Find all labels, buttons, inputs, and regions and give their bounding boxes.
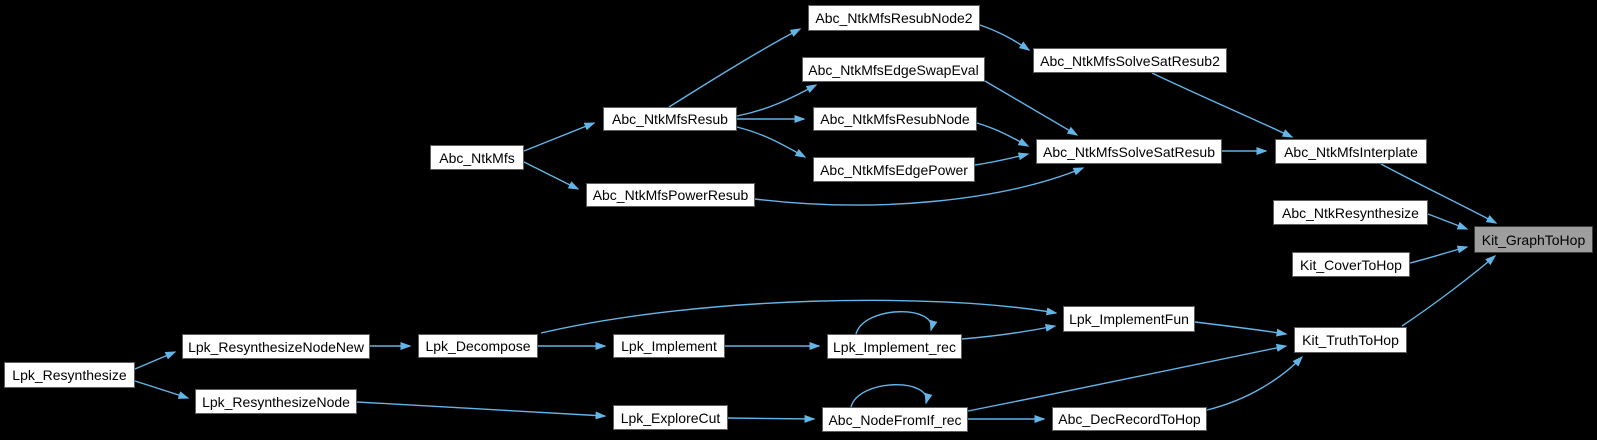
node-Abc_NodeFromIf_rec[interactable]: Abc_NodeFromIf_rec	[822, 407, 968, 432]
edge-Lpk_Resynthesize-Lpk_ResynthesizeNode	[134, 380, 190, 399]
node-Abc_NtkMfsPowerResub[interactable]: Abc_NtkMfsPowerResub	[586, 183, 755, 207]
edge-Lpk_Implement_rec-Lpk_ImplementFun	[961, 323, 1057, 340]
edge-Abc_NtkMfsSolveSatResub2-Abc_NtkMfsInterplate	[1151, 72, 1294, 138]
edge-Kit_CoverToHop-Kit_GraphToHop	[1409, 245, 1469, 264]
node-Abc_NtkMfsEdgeSwapEval[interactable]: Abc_NtkMfsEdgeSwapEval	[802, 57, 985, 82]
edge-Lpk_ExploreCut-Abc_NodeFromIf_rec	[727, 414, 816, 423]
node-Abc_NtkMfs[interactable]: Abc_NtkMfs	[430, 145, 524, 170]
node-Abc_NtkMfsResubNode[interactable]: Abc_NtkMfsResubNode	[813, 107, 977, 131]
node-Kit_GraphToHop: Kit_GraphToHop	[1474, 226, 1593, 253]
edge-Abc_NtkMfsResub-Abc_NtkMfsEdgePower	[736, 126, 807, 158]
node-Abc_NtkMfsSolveSatResub[interactable]: Abc_NtkMfsSolveSatResub	[1036, 139, 1222, 164]
edge-Lpk_ImplementFun-Kit_TruthToHop	[1194, 321, 1288, 337]
node-Abc_NtkMfsResub[interactable]: Abc_NtkMfsResub	[603, 107, 737, 131]
edge-Abc_DecRecordToHop-Kit_TruthToHop	[1206, 355, 1304, 411]
node-Lpk_ExploreCut[interactable]: Lpk_ExploreCut	[613, 405, 728, 430]
node-Lpk_Implement[interactable]: Lpk_Implement	[613, 334, 725, 358]
edge-Abc_NtkMfsResub-Abc_NtkMfsEdgeSwapEval	[736, 84, 818, 117]
edge-Abc_NtkMfsEdgePower-Abc_NtkMfsSolveSatResub	[974, 152, 1030, 166]
edge-Lpk_Resynthesize-Lpk_ResynthesizeNodeNew	[134, 351, 177, 370]
edge-Abc_NtkMfsEdgeSwapEval-Abc_NtkMfsSolveSatResub	[984, 80, 1079, 136]
node-Abc_DecRecordToHop[interactable]: Abc_DecRecordToHop	[1052, 407, 1207, 431]
edge-Abc_NtkMfsInterplate-Kit_GraphToHop	[1380, 163, 1498, 224]
node-Lpk_ResynthesizeNode[interactable]: Lpk_ResynthesizeNode	[195, 389, 357, 414]
edge-Abc_NtkMfsPowerResub-Abc_NtkMfsSolveSatResub	[754, 167, 1085, 206]
edge-Abc_NtkMfsResub-Abc_NtkMfsResubNode2	[668, 28, 802, 108]
edge-Lpk_Implement_rec-self	[855, 311, 938, 335]
edge-Lpk_ResynthesizeNode-Lpk_ExploreCut	[356, 401, 607, 420]
node-Lpk_Implement_rec[interactable]: Lpk_Implement_rec	[827, 334, 962, 359]
edge-Abc_NtkResynthesize-Kit_GraphToHop	[1427, 213, 1469, 230]
node-Lpk_ResynthesizeNodeNew[interactable]: Lpk_ResynthesizeNodeNew	[182, 334, 370, 359]
edge-Kit_TruthToHop-Kit_GraphToHop	[1401, 255, 1497, 327]
node-Lpk_Decompose[interactable]: Lpk_Decompose	[418, 334, 538, 358]
edge-Abc_NtkMfs-Abc_NtkMfsPowerResub	[523, 161, 580, 190]
node-Abc_NtkResynthesize[interactable]: Abc_NtkResynthesize	[1273, 200, 1428, 225]
edge-Lpk_Decompose-Lpk_ImplementFun	[540, 299, 1058, 334]
node-Abc_NtkMfsInterplate[interactable]: Abc_NtkMfsInterplate	[1275, 139, 1427, 164]
node-Lpk_ImplementFun[interactable]: Lpk_ImplementFun	[1063, 306, 1195, 332]
node-Abc_NtkMfsEdgePower[interactable]: Abc_NtkMfsEdgePower	[813, 157, 975, 182]
edge-Abc_NodeFromIf_rec-self	[850, 384, 933, 408]
edge-Abc_NtkMfsResubNode-Abc_NtkMfsSolveSatResub	[976, 122, 1030, 147]
node-Kit_CoverToHop[interactable]: Kit_CoverToHop	[1292, 252, 1410, 277]
edge-Abc_NtkMfs-Abc_NtkMfsResub	[523, 122, 596, 152]
node-Lpk_Resynthesize[interactable]: Lpk_Resynthesize	[4, 362, 135, 388]
node-Abc_NtkMfsSolveSatResub2[interactable]: Abc_NtkMfsSolveSatResub2	[1033, 48, 1227, 73]
edge-Abc_NtkMfsResubNode2-Abc_NtkMfsSolveSatResub2	[979, 24, 1031, 51]
edge-Abc_NodeFromIf_rec-Kit_TruthToHop	[967, 343, 1288, 412]
node-Kit_TruthToHop[interactable]: Kit_TruthToHop	[1294, 327, 1407, 353]
node-Abc_NtkMfsResubNode2[interactable]: Abc_NtkMfsResubNode2	[808, 5, 980, 31]
